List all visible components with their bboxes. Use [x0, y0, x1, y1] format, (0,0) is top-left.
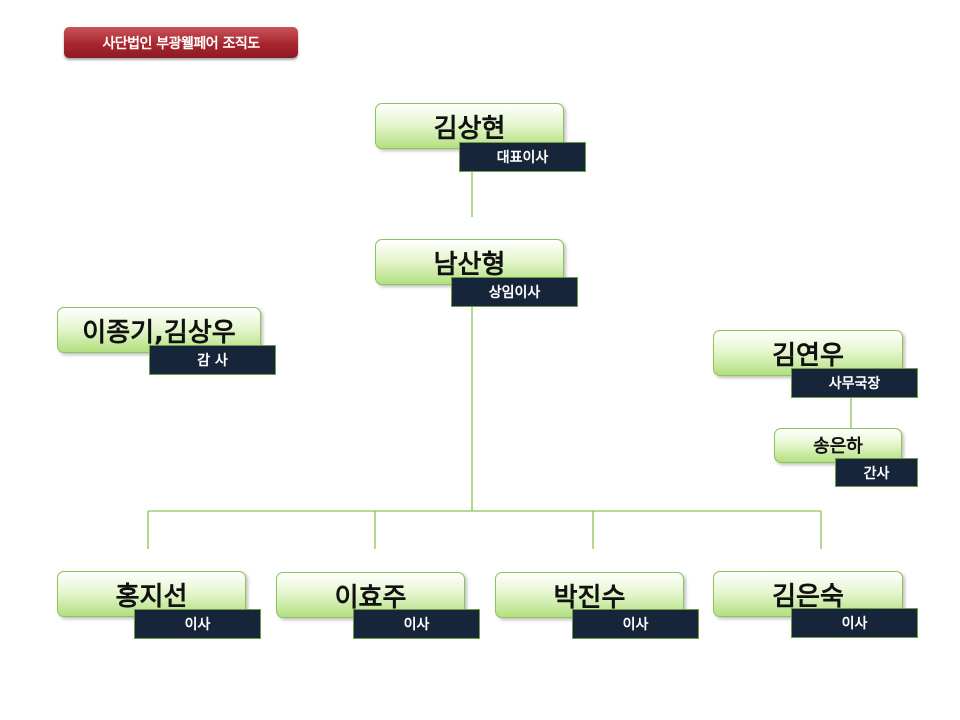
node-secretary-general-name: 김연우 — [772, 341, 844, 371]
role-director-1: 이사 — [134, 609, 261, 639]
node-director-1-name: 홍지선 — [115, 582, 188, 612]
node-standing-director-name: 남산형 — [433, 250, 506, 280]
role-ceo: 대표이사 — [459, 142, 586, 172]
role-auditors: 감 사 — [149, 345, 276, 375]
role-standing-director: 상임이사 — [451, 277, 578, 307]
node-director-2-name: 이효주 — [334, 583, 407, 613]
node-auditors-name: 이종기,김상우 — [82, 318, 236, 348]
node-director-3-name: 박진수 — [553, 583, 626, 613]
node-ceo-name: 김상현 — [433, 114, 506, 144]
role-secretary-general: 사무국장 — [791, 368, 918, 398]
node-staff: 송은하 — [774, 428, 902, 463]
role-director-4: 이사 — [791, 608, 918, 638]
role-director-2: 이사 — [353, 609, 480, 639]
role-staff: 간사 — [835, 458, 918, 487]
node-director-4-name: 김은숙 — [772, 582, 844, 612]
node-staff-name: 송은하 — [813, 436, 863, 457]
role-director-3: 이사 — [572, 609, 699, 639]
org-chart-title: 사단법인 부광웰페어 조직도 — [64, 27, 298, 58]
